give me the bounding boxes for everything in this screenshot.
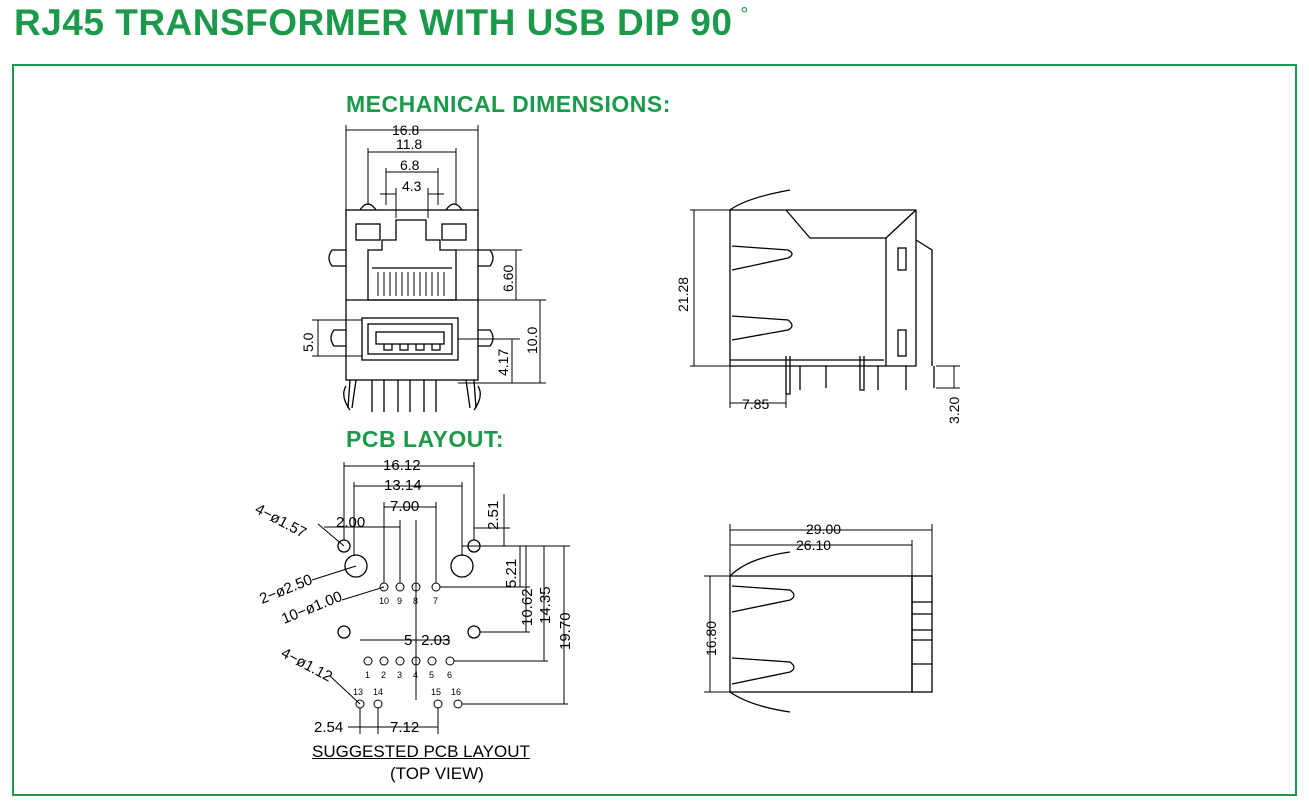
- page-title: RJ45 TRANSFORMER WITH USB DIP 90°: [14, 2, 749, 43]
- pcb-dim-pitch: 5−2.03: [404, 632, 450, 649]
- degree-symbol: °: [740, 4, 749, 26]
- pin-number: 9: [397, 596, 402, 606]
- pin-number: 7: [433, 596, 438, 606]
- pcb-dim-offset: 2.00: [336, 514, 365, 531]
- callout-hole-112: 4−ø1.12: [278, 645, 335, 686]
- pin-number: 14: [373, 687, 383, 697]
- dim-top-length: 29.00: [806, 521, 841, 537]
- dim-front-hrj45: 6.60: [500, 265, 516, 292]
- dim-top-width: 16.80: [703, 621, 719, 656]
- dim-front-wtotal: 16.8: [392, 122, 419, 138]
- dim-front-wjack: 6.8: [400, 157, 420, 173]
- dim-front-husbc: 4.17: [495, 349, 511, 376]
- dim-front-wouter: 11.8: [396, 136, 422, 152]
- pcb-dim-v4: 19.70: [557, 612, 574, 650]
- pin-number: 8: [413, 596, 418, 606]
- pin-number: 5: [429, 670, 434, 680]
- dim-front-husb: 5.0: [300, 332, 316, 352]
- pin-number: 10: [379, 596, 389, 606]
- side-view: [690, 189, 960, 408]
- pin-number: 16: [451, 687, 461, 697]
- pcb-dim-wcenter: 7.00: [390, 498, 419, 515]
- dim-side-offset: 7.85: [742, 396, 769, 412]
- pin-number: 4: [413, 670, 418, 680]
- section-mechanical: MECHANICAL DIMENSIONS:: [346, 91, 671, 117]
- pin-number: 3: [397, 670, 402, 680]
- dim-side-pinlen: 3.20: [946, 397, 962, 424]
- pcb-dim-wtotal: 16.12: [383, 457, 421, 474]
- pin-number: 6: [447, 670, 452, 680]
- pcb-dim-v1: 5.21: [503, 559, 520, 588]
- section-pcb: PCB LAYOUT:: [346, 426, 504, 452]
- pcb-dim-botright: 7.12: [390, 719, 419, 736]
- pcb-dim-v2: 10.62: [519, 588, 536, 626]
- caption-subtitle: (TOP VIEW): [390, 764, 484, 783]
- dim-front-wlatch: 4.3: [402, 178, 422, 194]
- pcb-dim-wholes: 13.14: [384, 477, 422, 494]
- pin-number: 2: [381, 670, 386, 680]
- drawing-frame: [12, 64, 1297, 796]
- caption-title: SUGGESTED PCB LAYOUT: [312, 742, 530, 761]
- dim-top-inner: 26.10: [796, 537, 831, 553]
- callout-hole-157: 4−ø1.57: [252, 501, 309, 542]
- pcb-dim-v3: 14.35: [537, 586, 554, 624]
- pcb-dim-botleft: 2.54: [314, 719, 343, 736]
- top-view: [704, 524, 933, 713]
- pin-number: 1: [365, 670, 370, 680]
- dim-front-hrjc: 10.0: [524, 327, 540, 354]
- pcb-layout: [311, 462, 570, 734]
- dim-side-height: 21.28: [675, 277, 691, 312]
- front-view: [312, 125, 546, 412]
- pin-number: 13: [353, 687, 363, 697]
- pcb-dim-top: 2.51: [485, 501, 502, 530]
- pin-number: 15: [431, 687, 441, 697]
